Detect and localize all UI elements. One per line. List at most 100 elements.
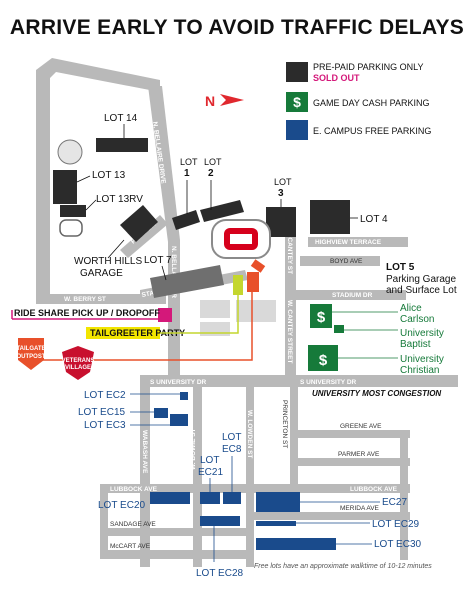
ub-label-2: Baptist	[400, 339, 431, 350]
road-boyd	[300, 256, 380, 266]
tailgreeter-tag	[86, 327, 160, 339]
road-north-loop	[36, 58, 160, 300]
alice-carlson-lot	[310, 304, 332, 328]
lot14-label: LOT 14	[104, 113, 138, 124]
road-west-connector	[100, 484, 108, 559]
pink-lot	[158, 308, 172, 322]
lot14-shape	[96, 138, 148, 152]
ec20-label: LOT EC20	[98, 500, 145, 511]
street-university-2: S UNIVERSITY DR	[300, 379, 357, 386]
ec2-label: LOT EC2	[84, 390, 126, 401]
ec29-lot	[256, 521, 296, 526]
university-christian-lot	[308, 345, 338, 371]
worth-hills-label-2: GARAGE	[80, 268, 123, 279]
uc-label-2: Christian	[400, 365, 439, 376]
lot7-shape	[150, 265, 224, 298]
lot4-label: LOT 4	[360, 214, 388, 225]
ec30-lot	[256, 538, 336, 550]
ec29-label: LOT EC29	[372, 519, 419, 530]
uc-label-1: University	[400, 354, 444, 365]
lot2-label-a: LOT	[204, 157, 222, 167]
road-parmer	[298, 458, 410, 466]
lot3-label-b: 3	[278, 188, 284, 199]
ec30-label: LOT EC30	[374, 539, 421, 550]
road-mccart	[100, 550, 254, 559]
street-wabash: WABASH AVE	[141, 430, 148, 474]
lot1-label-b: 1	[184, 168, 190, 179]
road-greene	[298, 430, 410, 438]
legend-swatch-cash	[286, 92, 308, 112]
ec21-label-b: EC21	[198, 467, 223, 478]
legend-free: E. CAMPUS FREE PARKING	[313, 126, 431, 136]
route-yellow	[160, 295, 239, 334]
ec27-label: EC27	[382, 497, 407, 508]
cash-lots: $ $	[308, 304, 344, 371]
orange-lot	[247, 272, 259, 292]
road-berry	[36, 294, 166, 304]
street-parmer: PARMER AVE	[338, 451, 380, 458]
lot5-orange-tag	[250, 259, 266, 273]
lot4-shape	[310, 200, 350, 234]
street-lubbock-1: LUBBOCK AVE	[110, 486, 158, 493]
track-field-icon	[59, 219, 83, 237]
dome-icon	[57, 139, 83, 165]
yellow-lot	[233, 275, 243, 295]
ec3-lot	[170, 414, 188, 426]
street-bowie: W. BOWIE ST	[190, 428, 197, 470]
ec27-lot	[256, 492, 300, 512]
road-sandage	[100, 528, 254, 536]
worth-hills-label-1: WORTH HILLS	[74, 256, 142, 267]
road-princeton	[290, 387, 298, 507]
lot5-label-c: and Surface Lot	[386, 285, 457, 296]
ec3-label: LOT EC3	[84, 420, 126, 431]
lot3-label-a: LOT	[274, 177, 292, 187]
road-highview	[308, 237, 408, 247]
lot3-shape	[266, 207, 296, 237]
tailgate-label-1: TAILGATE	[16, 346, 45, 352]
street-highview: HIGHVIEW TERRACE	[315, 239, 382, 246]
road-lowden	[246, 387, 254, 567]
tailgate-outpost-badge: TAILGATE OUTPOST	[16, 338, 46, 370]
street-lubbock-2: LUBBOCK AVE	[350, 486, 398, 493]
university-baptist-lot	[334, 325, 344, 333]
legend-prepaid: PRE-PAID PARKING ONLY	[313, 62, 424, 72]
lot13-label: LOT 13	[92, 170, 126, 181]
congestion-label: UNIVERSITY MOST CONGESTION	[312, 389, 441, 398]
ec8-label-b: EC8	[222, 444, 242, 455]
ec15-label: LOT EC15	[78, 407, 125, 418]
lot5-label-a: LOT 5	[386, 262, 415, 273]
street-greene: GREENE AVE	[340, 423, 382, 430]
ec8-label-a: LOT	[222, 432, 241, 443]
ec20-lot	[150, 492, 190, 504]
road-cantey	[285, 225, 296, 375]
ec21-label-a: LOT	[200, 455, 219, 466]
street-merida: MERIDA AVE	[340, 505, 380, 512]
svg-text:$: $	[319, 352, 328, 369]
map-title: ARRIVE EARLY TO AVOID TRAFFIC DELAYS	[10, 16, 464, 39]
road-pond	[120, 215, 168, 258]
ec8-lot	[223, 492, 241, 504]
alice-label-2: Carlson	[400, 314, 434, 325]
tailgate-label-2: OUTPOST	[16, 354, 45, 360]
lot1-label-a: LOT	[180, 157, 198, 167]
prepaid-lots	[53, 138, 350, 336]
lot7-label: LOT 7	[144, 255, 172, 266]
road-merida	[254, 512, 410, 520]
road-university	[140, 375, 458, 387]
lot13rv-label: LOT 13RV	[96, 194, 143, 205]
road-wabash	[140, 387, 150, 567]
lot5-label-b: Parking Garage	[386, 274, 456, 285]
rideshare-label: RIDE SHARE PICK UP / DROPOFF	[14, 308, 160, 318]
lot13rv-shape	[60, 205, 86, 217]
north-arrow-icon: N	[205, 93, 244, 109]
dollar-icon: $	[293, 94, 301, 110]
legend-cash: GAME DAY CASH PARKING	[313, 98, 430, 108]
lot13-shape	[53, 170, 77, 204]
street-berry: W. BERRY ST	[64, 296, 106, 303]
north-label: N	[205, 93, 215, 109]
veterans-label-1: VETERANS	[62, 358, 95, 364]
road-lubbock	[100, 484, 410, 493]
street-lowden: W. LOWDEN ST	[246, 410, 253, 458]
lot2-shape	[200, 200, 244, 222]
